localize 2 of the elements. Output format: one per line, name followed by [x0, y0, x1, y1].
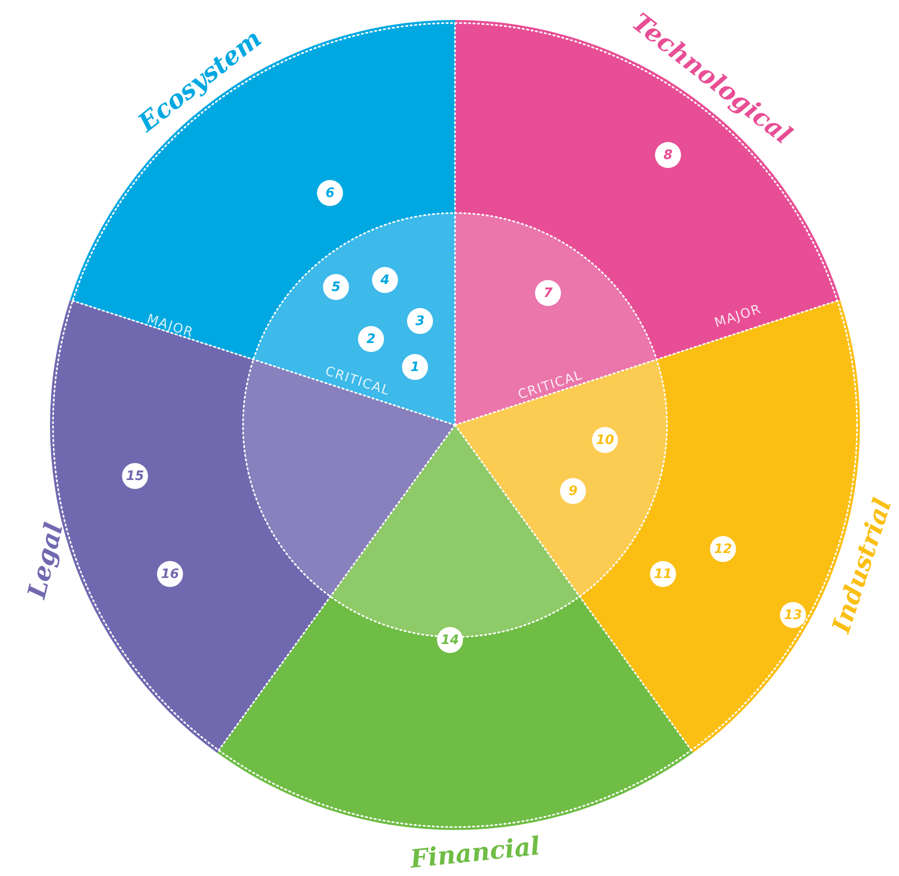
sector-title: Legal: [22, 519, 68, 601]
sector-title: Financial: [408, 830, 542, 874]
